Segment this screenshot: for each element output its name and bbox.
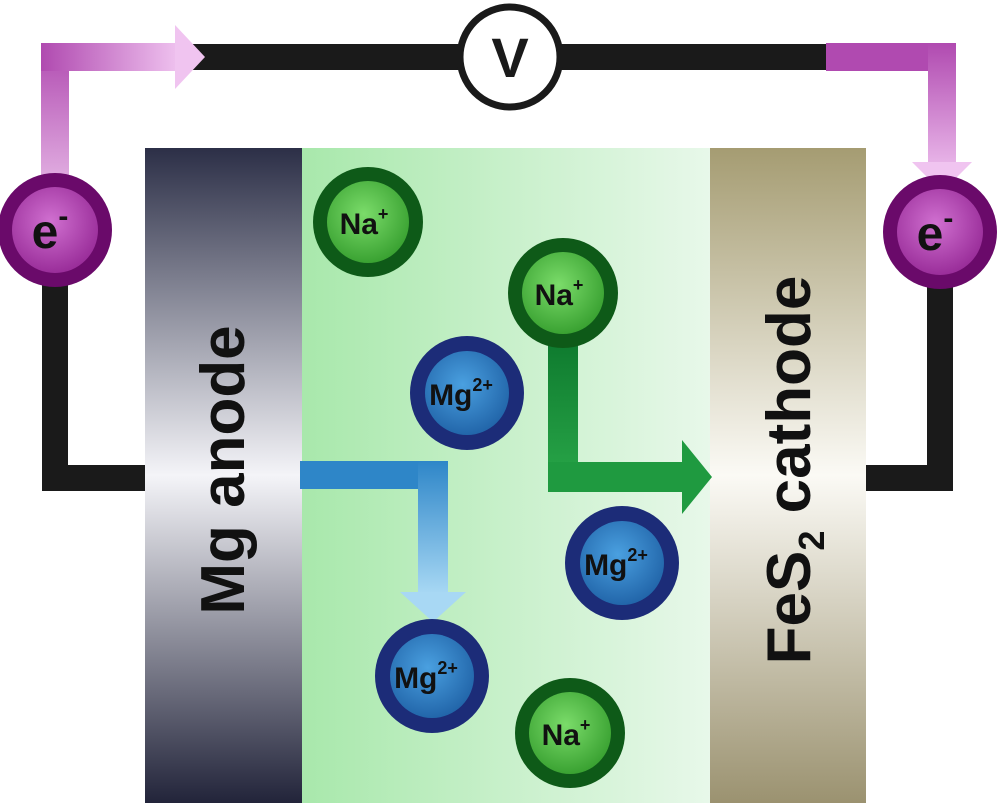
mg-ion: Mg2+ (375, 619, 489, 733)
svg-text:Na+: Na+ (535, 275, 584, 312)
svg-text:Mg2+: Mg2+ (394, 658, 458, 695)
fes2-cathode: FeS2 cathode (710, 148, 866, 803)
electron-flow-arrow-left (41, 25, 205, 195)
svg-text:Na+: Na+ (340, 204, 389, 241)
electron-flow-arrow-right (826, 43, 972, 192)
mg-anode: Mg anode (145, 148, 302, 803)
voltmeter: V (456, 3, 564, 111)
anode-label: Mg anode (189, 325, 258, 614)
na-ion: Na+ (515, 678, 625, 788)
voltmeter-label: V (491, 26, 528, 89)
electron-left: e- (0, 173, 112, 287)
na-ion: Na+ (508, 238, 618, 348)
svg-text:Na+: Na+ (542, 715, 591, 752)
na-ion: Na+ (313, 167, 423, 277)
electron-right: e- (883, 175, 997, 289)
svg-text:Mg2+: Mg2+ (429, 375, 493, 412)
mg-ion-migration-arrow (300, 461, 466, 622)
na-ion-migration-arrow (548, 340, 712, 514)
cathode-label: FeS2 cathode (755, 276, 832, 665)
svg-text:e-: e- (32, 200, 69, 259)
mg-ion: Mg2+ (410, 336, 524, 450)
mg-ion: Mg2+ (565, 506, 679, 620)
svg-text:e-: e- (917, 202, 954, 261)
svg-text:Mg2+: Mg2+ (584, 545, 648, 582)
